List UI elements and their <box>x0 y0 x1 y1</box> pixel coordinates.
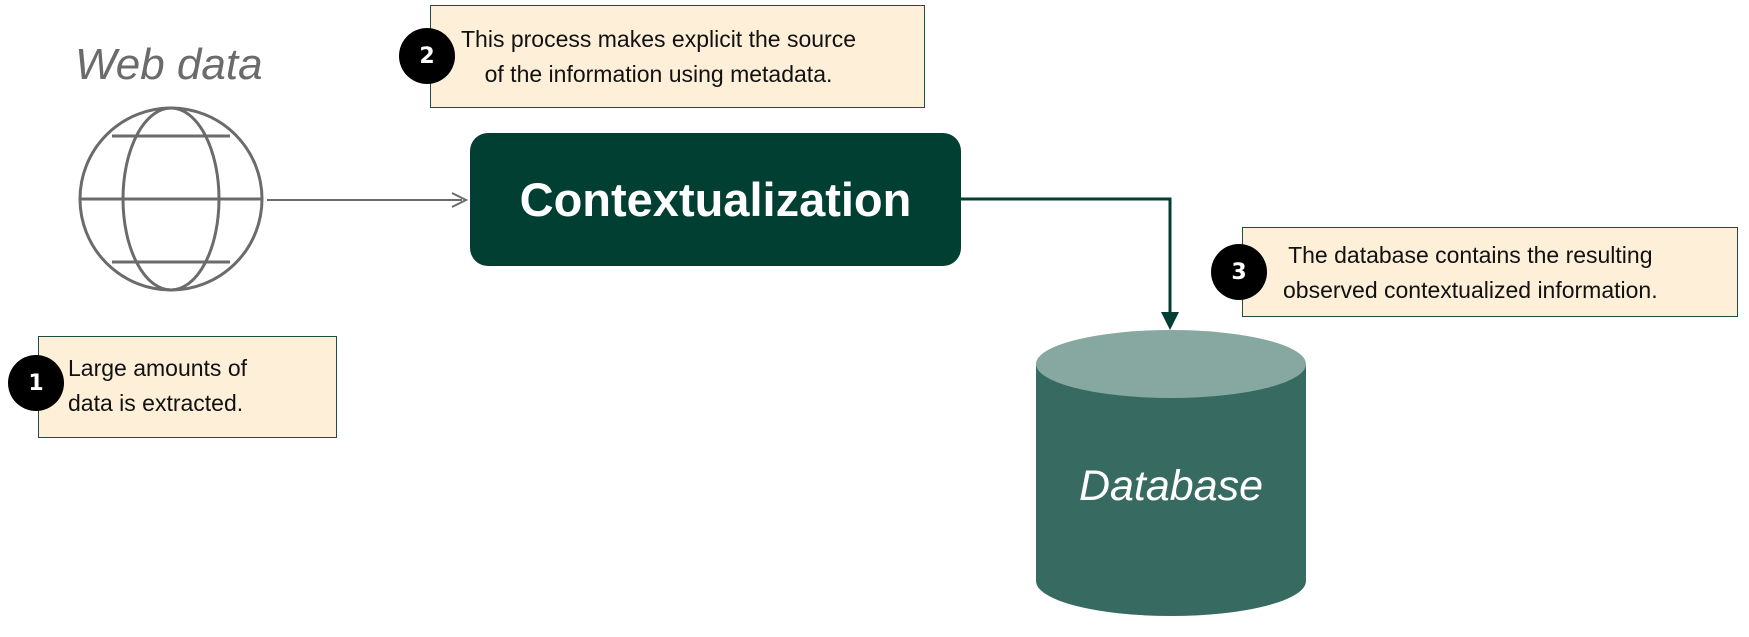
step-badge-3: 3 <box>1211 244 1267 300</box>
web-data-title: Web data <box>75 40 263 89</box>
database-label: Database <box>1078 462 1264 510</box>
note-2: This process makes explicit the source o… <box>430 5 925 108</box>
note-3-line-2: observed contextualized information. <box>1283 277 1658 303</box>
note-3-text: The database contains the resulting obse… <box>1283 238 1658 308</box>
note-2-line-1: This process makes explicit the source <box>461 26 856 52</box>
step-badge-1: 1 <box>8 355 64 411</box>
note-2-text: This process makes explicit the source o… <box>461 22 856 92</box>
note-1-text: Large amounts of data is extracted. <box>68 351 247 421</box>
note-3-line-1: The database contains the resulting <box>1288 242 1653 268</box>
database-cylinder-icon <box>1036 330 1306 616</box>
globe-to-process-arrow <box>267 192 469 208</box>
note-1-line-2: data is extracted. <box>68 390 244 416</box>
contextualization-process: Contextualization <box>470 133 961 266</box>
globe-icon <box>78 106 264 292</box>
process-to-database-arrow <box>961 197 1179 330</box>
process-label: Contextualization <box>519 173 912 226</box>
step-badge-2: 2 <box>399 28 455 84</box>
note-2-line-2: of the information using metadata. <box>484 61 833 87</box>
note-3: The database contains the resulting obse… <box>1242 227 1738 317</box>
note-1-line-1: Large amounts of <box>68 355 248 381</box>
note-1: Large amounts of data is extracted. <box>38 336 337 438</box>
